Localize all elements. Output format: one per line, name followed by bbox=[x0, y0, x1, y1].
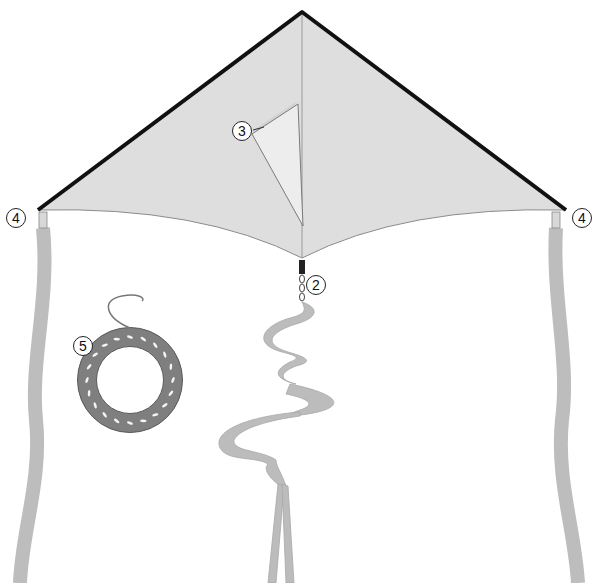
kite-sail bbox=[38, 12, 566, 258]
callout-number: 2 bbox=[306, 275, 326, 295]
ring-hook bbox=[108, 295, 143, 328]
ring-outline bbox=[97, 347, 164, 414]
tail-clip bbox=[39, 212, 47, 228]
tow-clip bbox=[299, 260, 305, 274]
tail-clip bbox=[552, 212, 560, 228]
leading-edge-spar bbox=[38, 12, 566, 210]
spiral-tail bbox=[219, 302, 334, 583]
tail-ring bbox=[87, 337, 173, 423]
leader-line bbox=[253, 127, 264, 130]
tail-ribbon bbox=[555, 228, 578, 583]
ring-stitches bbox=[85, 335, 176, 426]
ring-outline bbox=[78, 328, 183, 433]
callout-number: 4 bbox=[6, 208, 26, 228]
callout-number: 3 bbox=[232, 121, 252, 141]
callout-number: 5 bbox=[73, 336, 93, 356]
swivel-chain bbox=[300, 275, 305, 301]
tail-ribbon bbox=[20, 228, 45, 583]
callout-number: 4 bbox=[572, 208, 592, 228]
keel bbox=[252, 104, 303, 226]
